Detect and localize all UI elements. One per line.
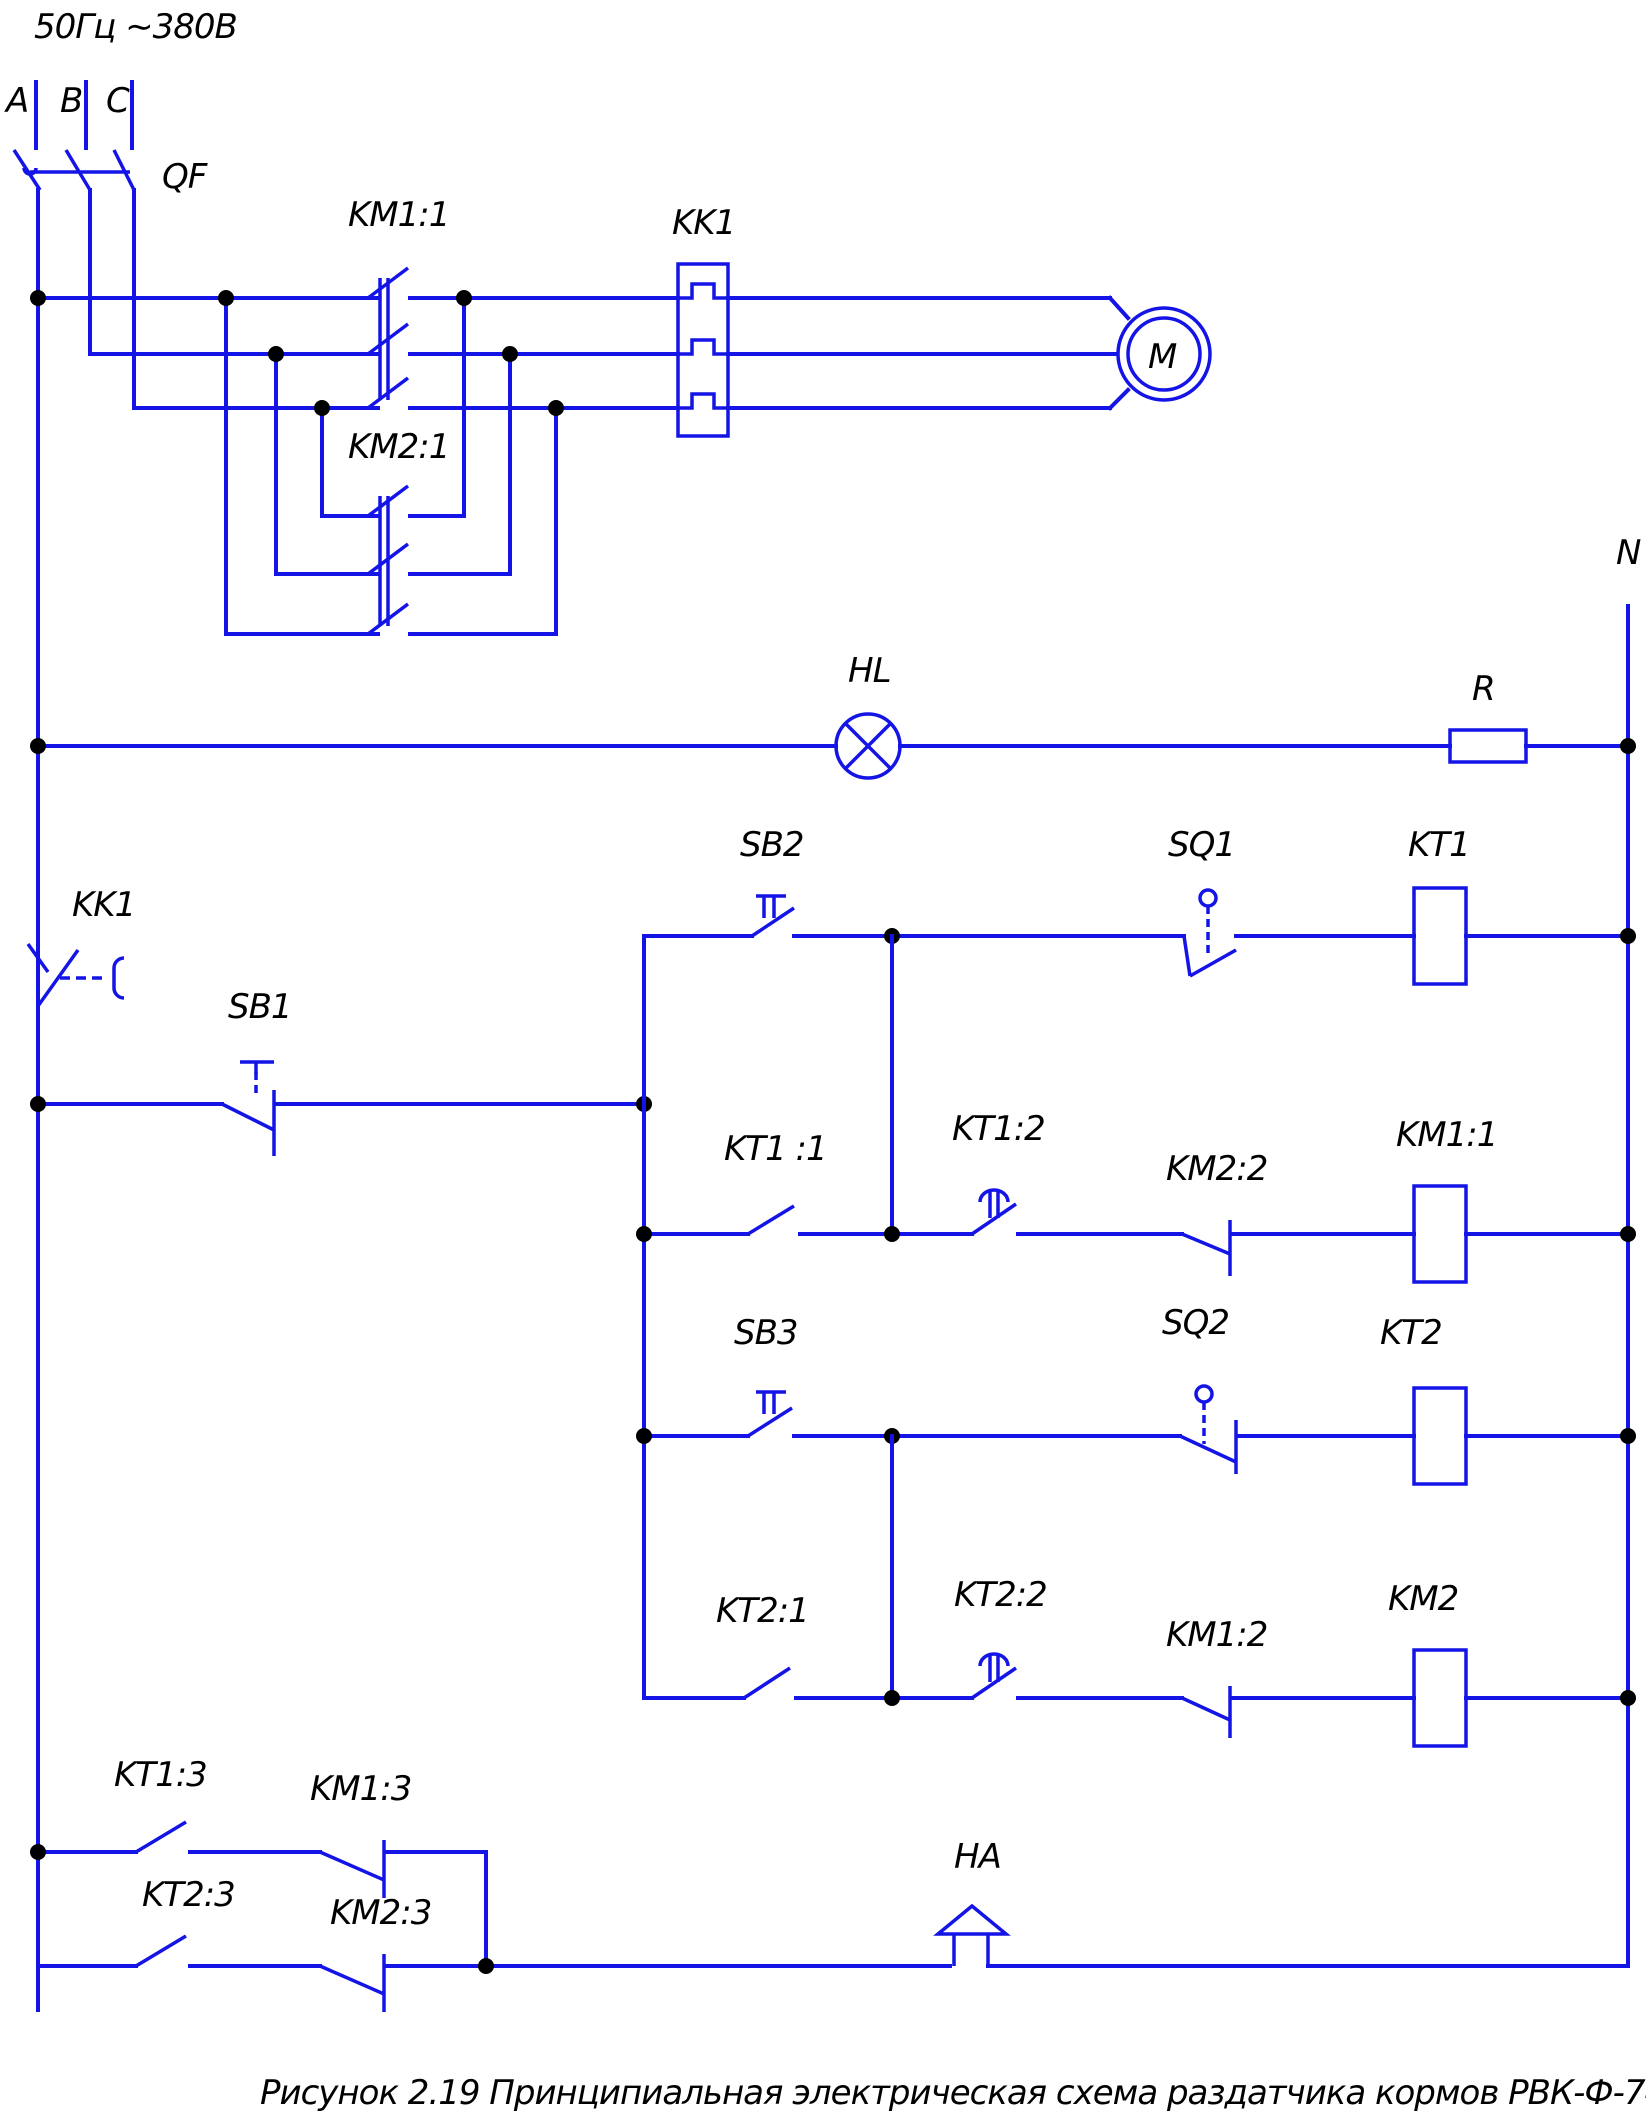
rung-kt1 [642,886,1636,986]
km1-1-coil-label: KM1:1 [1396,1115,1497,1155]
hl-label: HL [848,651,891,691]
rung-kt2 [636,1384,1636,1486]
km1-2-label: KM1:2 [1166,1615,1267,1655]
motor [1116,306,1212,402]
km2-1-power-label: KM2:1 [348,427,449,467]
kk1-contact-label: KK1 [72,885,135,925]
sb2-label: SB2 [740,825,804,865]
phase-c-label: C [106,81,130,121]
phase-a-label: A [4,81,28,121]
phase-b-label: B [60,81,82,121]
r-label: R [1472,669,1495,709]
kt1-1-label: KT1 :1 [724,1129,827,1169]
km1-3-label: KM1:3 [310,1769,411,1809]
ha-siren [933,1903,1011,1966]
supply-spec: 50Гц ∼380В [34,7,237,47]
ha-label: HA [954,1837,1001,1877]
sb3-label: SB3 [734,1313,798,1353]
kt2-label: KT2 [1380,1313,1442,1353]
km1-coil [1412,1184,1468,1284]
km2-coil-label: KM2 [1388,1579,1458,1619]
kt1-coil [1412,886,1468,986]
kt2-1-label: KT2:1 [716,1591,809,1631]
motor-label: M [1148,337,1177,377]
alarm-circuit [30,1820,1630,2012]
r-resistor [1448,728,1528,764]
kk1-thermal-relay [676,262,730,438]
qf-breaker [12,149,136,191]
kt1-2-label: KT1:2 [952,1109,1045,1149]
kt2-2-label: KT2:2 [954,1575,1047,1615]
hl-line [30,712,1636,780]
power-circuit [12,80,1212,2012]
neutral-label: N [1616,533,1641,573]
kk1-relay-label: KK1 [672,203,735,243]
km2-3-label: KM2:3 [330,1893,431,1933]
kt2-3-label: KT2:3 [142,1875,235,1915]
kk1-contact [26,942,125,1008]
sq1-label: SQ1 [1168,825,1235,865]
sb1-label: SB1 [228,987,292,1027]
kt2-coil [1412,1386,1468,1486]
hl-lamp [834,712,902,780]
km1-1-power-contacts [366,266,410,410]
figure-caption: Рисунок 2.19 Принципиальная электрическа… [260,2073,1646,2113]
km1-1-power-label: KM1:1 [348,195,449,235]
km2-coil [1412,1648,1468,1748]
sq2-label: SQ2 [1162,1303,1229,1343]
sb1-line [30,1060,652,1156]
rung-km1 [636,1184,1636,1284]
kt1-3-label: KT1:3 [114,1755,207,1795]
rung-km2 [642,1648,1636,1748]
qf-label: QF [162,157,208,197]
km2-2-label: KM2:2 [1166,1149,1267,1189]
km2-1-power-contacts [366,484,410,636]
kt1-label: KT1 [1408,825,1470,865]
